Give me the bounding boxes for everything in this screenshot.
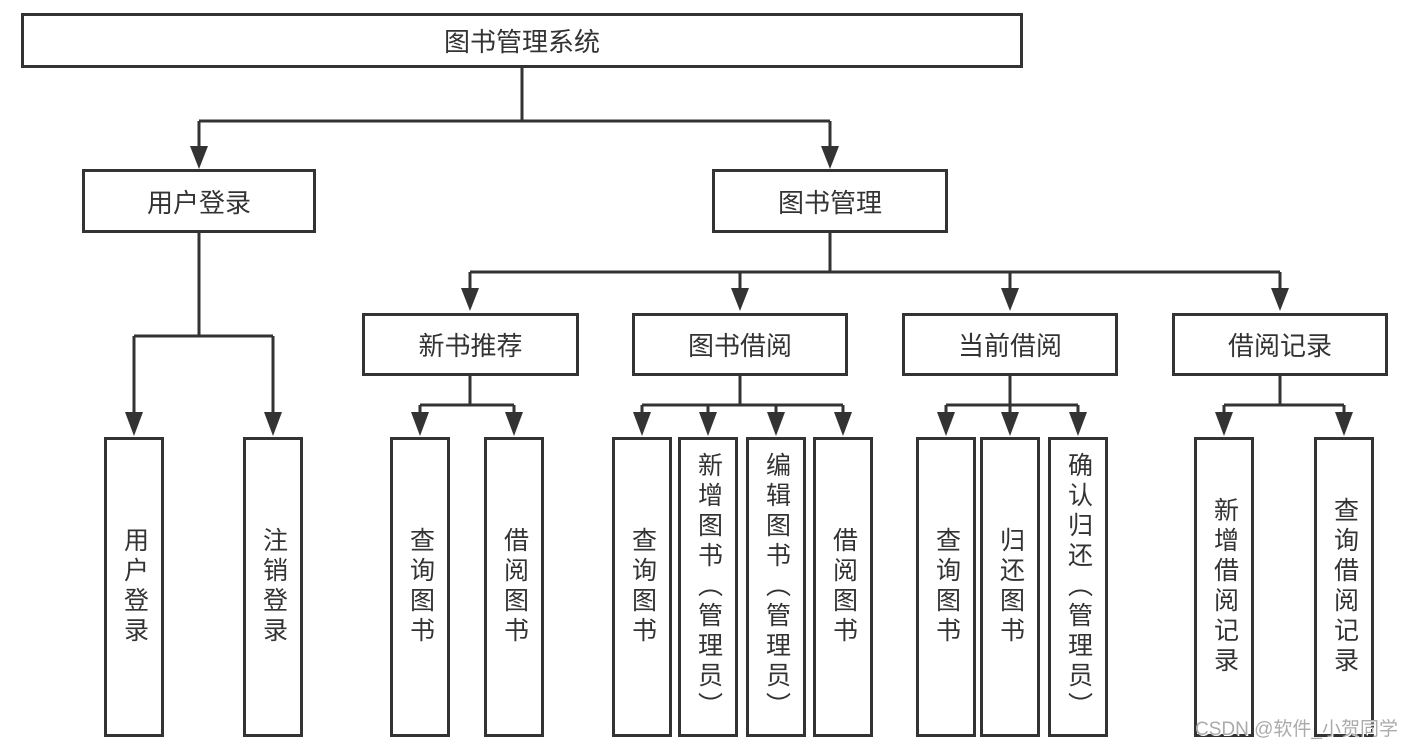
arrow-head-icon: [699, 412, 717, 436]
arrow-head-icon: [1001, 288, 1019, 311]
leaf-borrow-books: 借阅图书: [813, 437, 873, 737]
leaf-edit-books-admin: 编辑图书（管理员）: [746, 437, 806, 737]
leaf-confirm-return-admin: 确认归还（管理员）: [1048, 437, 1108, 737]
leaf-add-books-admin: 新增图书（管理员）: [678, 437, 738, 737]
arrow-head-icon: [411, 412, 429, 436]
node-book-borrow: 图书借阅: [632, 313, 848, 376]
node-book-management: 图书管理: [712, 169, 948, 233]
arrow-head-icon: [264, 412, 282, 436]
leaf-query-books-recommend: 查询图书: [390, 437, 450, 737]
arrow-head-icon: [633, 412, 651, 436]
node-current-borrow: 当前借阅: [902, 313, 1118, 376]
arrow-head-icon: [1069, 412, 1087, 436]
arrow-head-icon: [1215, 412, 1233, 436]
node-user-login: 用户登录: [82, 169, 316, 233]
connector-paths: [132, 67, 1346, 414]
leaf-query-books-current: 查询图书: [916, 437, 976, 737]
arrow-head-icon: [767, 412, 785, 436]
arrow-head-icon: [834, 412, 852, 436]
leaf-query-books-borrow: 查询图书: [612, 437, 672, 737]
arrow-head-icon: [190, 146, 208, 169]
arrow-head-icon: [1271, 288, 1289, 311]
arrow-head-icon: [937, 412, 955, 436]
arrow-head-icon: [821, 146, 839, 169]
arrow-head-icon: [461, 288, 479, 311]
arrow-head-icon: [505, 412, 523, 436]
arrow-head-icon: [1001, 412, 1019, 436]
leaf-user-login: 用户登录: [104, 437, 164, 737]
csdn-watermark: CSDN @软件_小贺同学: [1195, 719, 1398, 740]
arrow-heads: [125, 146, 1353, 436]
leaf-return-books: 归还图书: [980, 437, 1040, 737]
arrow-head-icon: [1335, 412, 1353, 436]
node-new-book-recommend: 新书推荐: [362, 313, 579, 376]
arrow-head-icon: [125, 412, 143, 436]
leaf-borrow-books-recommend: 借阅图书: [484, 437, 544, 737]
leaf-query-borrow-record: 查询借阅记录: [1314, 437, 1374, 737]
leaf-add-borrow-record: 新增借阅记录: [1194, 437, 1254, 737]
leaf-logout: 注销登录: [243, 437, 303, 737]
node-root-system: 图书管理系统: [21, 13, 1023, 68]
node-borrow-records: 借阅记录: [1172, 313, 1388, 376]
arrow-head-icon: [731, 288, 749, 311]
